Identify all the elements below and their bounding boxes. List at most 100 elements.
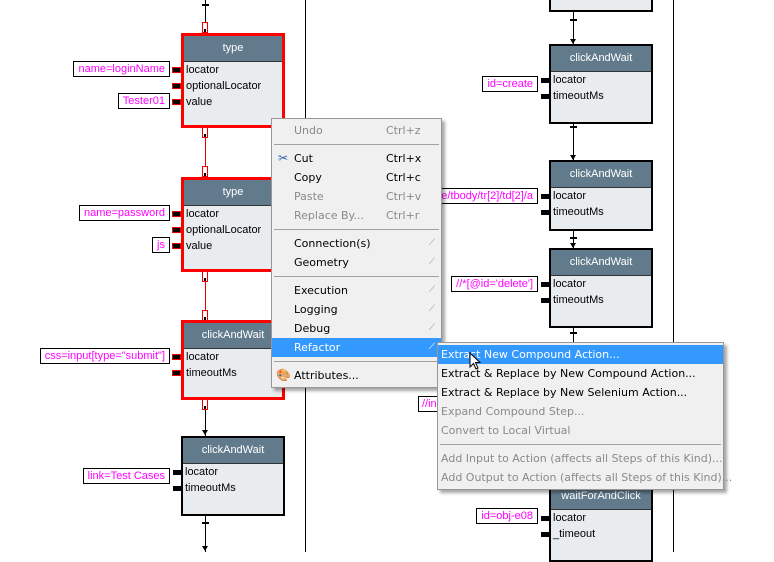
menu-item-convert-local-virtual[interactable]: Convert to Local Virtual — [438, 421, 723, 440]
input-pin[interactable] — [541, 282, 549, 287]
input-timeout[interactable]: timeoutMs — [173, 480, 283, 496]
menu-item-expand-compound[interactable]: Expand Compound Step... — [438, 402, 723, 421]
menu-item-geometry[interactable]: Geometry⟋ — [272, 253, 441, 272]
input-locator[interactable]: locator — [172, 62, 282, 78]
step-node-partial[interactable] — [549, 0, 653, 12]
input-pin[interactable] — [172, 370, 181, 376]
flow-port[interactable] — [202, 399, 208, 410]
step-node[interactable]: type locator optionalLocator value — [172, 177, 285, 272]
input-pin[interactable] — [173, 486, 181, 491]
input-pin[interactable] — [172, 211, 181, 217]
menu-item-refactor[interactable]: Refactor⟋ — [272, 338, 441, 357]
menu-label: Undo — [294, 124, 323, 137]
submenu-arrow-icon: ⟋ — [428, 257, 435, 267]
input-pin[interactable] — [541, 78, 549, 83]
step-node[interactable]: waitForAndClick locator _timeout — [541, 482, 653, 562]
input-locator[interactable]: locator — [173, 464, 283, 480]
step-node[interactable]: clickAndWait locator timeoutMs — [541, 44, 653, 124]
submenu-arrow-icon: ⟋ — [428, 238, 435, 248]
value-box[interactable]: js — [152, 237, 170, 253]
step-title: clickAndWait — [551, 46, 651, 72]
arrow-head — [570, 243, 576, 248]
menu-item-logging[interactable]: Logging⟋ — [272, 300, 441, 319]
input-pin[interactable] — [541, 516, 549, 521]
input-timeout[interactable]: timeoutMs — [541, 88, 651, 104]
connector — [205, 410, 206, 436]
flow-port[interactable] — [202, 271, 208, 282]
menu-item-connections[interactable]: Connection(s)⟋ — [272, 234, 441, 253]
flow-port[interactable] — [202, 22, 208, 33]
menu-label: Debug — [294, 322, 331, 335]
step-node[interactable]: clickAndWait locator timeoutMs — [172, 320, 285, 400]
menu-item-execution[interactable]: Execution⟋ — [272, 281, 441, 300]
menu-item-replace-by[interactable]: Replace By...Ctrl+r — [272, 206, 441, 225]
input-locator[interactable]: locator — [541, 276, 651, 292]
input-label: optionalLocator — [186, 80, 262, 92]
menu-item-extract-replace-selenium[interactable]: Extract & Replace by New Selenium Action… — [438, 383, 723, 402]
step-node[interactable]: clickAndWait locator timeoutMs — [173, 436, 285, 516]
input-pin[interactable] — [173, 470, 181, 475]
value-box[interactable]: name=password — [78, 205, 170, 221]
input-value[interactable]: value — [172, 94, 282, 110]
input-timeout[interactable]: timeoutMs — [172, 365, 282, 381]
value-box[interactable]: //*[@id='delete'] — [451, 276, 538, 292]
input-optional-locator[interactable]: optionalLocator — [172, 78, 282, 94]
input-label: _timeout — [553, 528, 596, 540]
input-value[interactable]: value — [172, 238, 282, 254]
step-title: type — [184, 180, 282, 206]
input-optional-locator[interactable]: optionalLocator — [172, 222, 282, 238]
input-locator[interactable]: locator — [172, 349, 282, 365]
menu-item-attributes[interactable]: 🎨Attributes... — [272, 366, 441, 385]
input-locator[interactable]: locator — [541, 510, 651, 526]
menu-item-add-output[interactable]: Add Output to Action (affects all Steps … — [438, 468, 732, 487]
input-timeout[interactable]: timeoutMs — [541, 204, 651, 220]
value-box[interactable]: id=create — [482, 76, 538, 92]
step-node[interactable]: clickAndWait locator timeoutMs — [541, 160, 653, 231]
step-node[interactable]: type locator optionalLocator value — [172, 33, 285, 128]
flow-port[interactable] — [202, 166, 208, 177]
flow-port[interactable] — [202, 127, 208, 138]
input-pin[interactable] — [172, 354, 181, 360]
menu-label: Replace By... — [294, 209, 364, 222]
input-timeout[interactable]: _timeout — [541, 526, 651, 542]
input-locator[interactable]: locator — [541, 188, 651, 204]
input-label: timeoutMs — [186, 367, 237, 379]
input-pin[interactable] — [541, 210, 549, 215]
input-pin[interactable] — [172, 67, 181, 73]
menu-shortcut: Ctrl+v — [386, 190, 422, 203]
value-box[interactable]: css=input[type="submit"] — [39, 348, 170, 364]
menu-item-extract-new-compound[interactable]: Extract New Compound Action... — [438, 345, 723, 364]
input-pin[interactable] — [172, 227, 181, 233]
refactor-submenu: Extract New Compound Action... Extract &… — [437, 342, 732, 490]
step-title: clickAndWait — [184, 323, 282, 349]
input-pin[interactable] — [541, 532, 549, 537]
step-node[interactable]: clickAndWait locator timeoutMs — [541, 248, 653, 328]
connector-tick — [570, 126, 577, 128]
value-box[interactable]: Tester01 — [117, 93, 170, 109]
input-label: locator — [186, 351, 220, 363]
value-box[interactable]: le/tbody/tr[2]/td[2]/a — [433, 188, 538, 204]
input-locator[interactable]: locator — [172, 206, 282, 222]
input-pin[interactable] — [172, 99, 181, 105]
menu-item-extract-replace-compound[interactable]: Extract & Replace by New Compound Action… — [438, 364, 723, 383]
input-pin[interactable] — [541, 94, 549, 99]
value-box[interactable]: link=Test Cases — [82, 468, 170, 484]
value-box[interactable]: id=obj-e08 — [476, 508, 538, 524]
menu-item-add-input[interactable]: Add Input to Action (affects all Steps o… — [438, 449, 723, 468]
input-pin[interactable] — [172, 83, 181, 89]
menu-item-debug[interactable]: Debug⟋ — [272, 319, 441, 338]
input-pin[interactable] — [541, 298, 549, 303]
input-locator[interactable]: locator — [541, 72, 651, 88]
input-pin[interactable] — [172, 243, 181, 249]
input-pin[interactable] — [541, 194, 549, 199]
input-label: timeoutMs — [553, 294, 604, 306]
connector — [573, 230, 574, 248]
input-timeout[interactable]: timeoutMs — [541, 292, 651, 308]
connector — [205, 138, 206, 174]
value-box[interactable]: name=loginName — [73, 61, 170, 77]
